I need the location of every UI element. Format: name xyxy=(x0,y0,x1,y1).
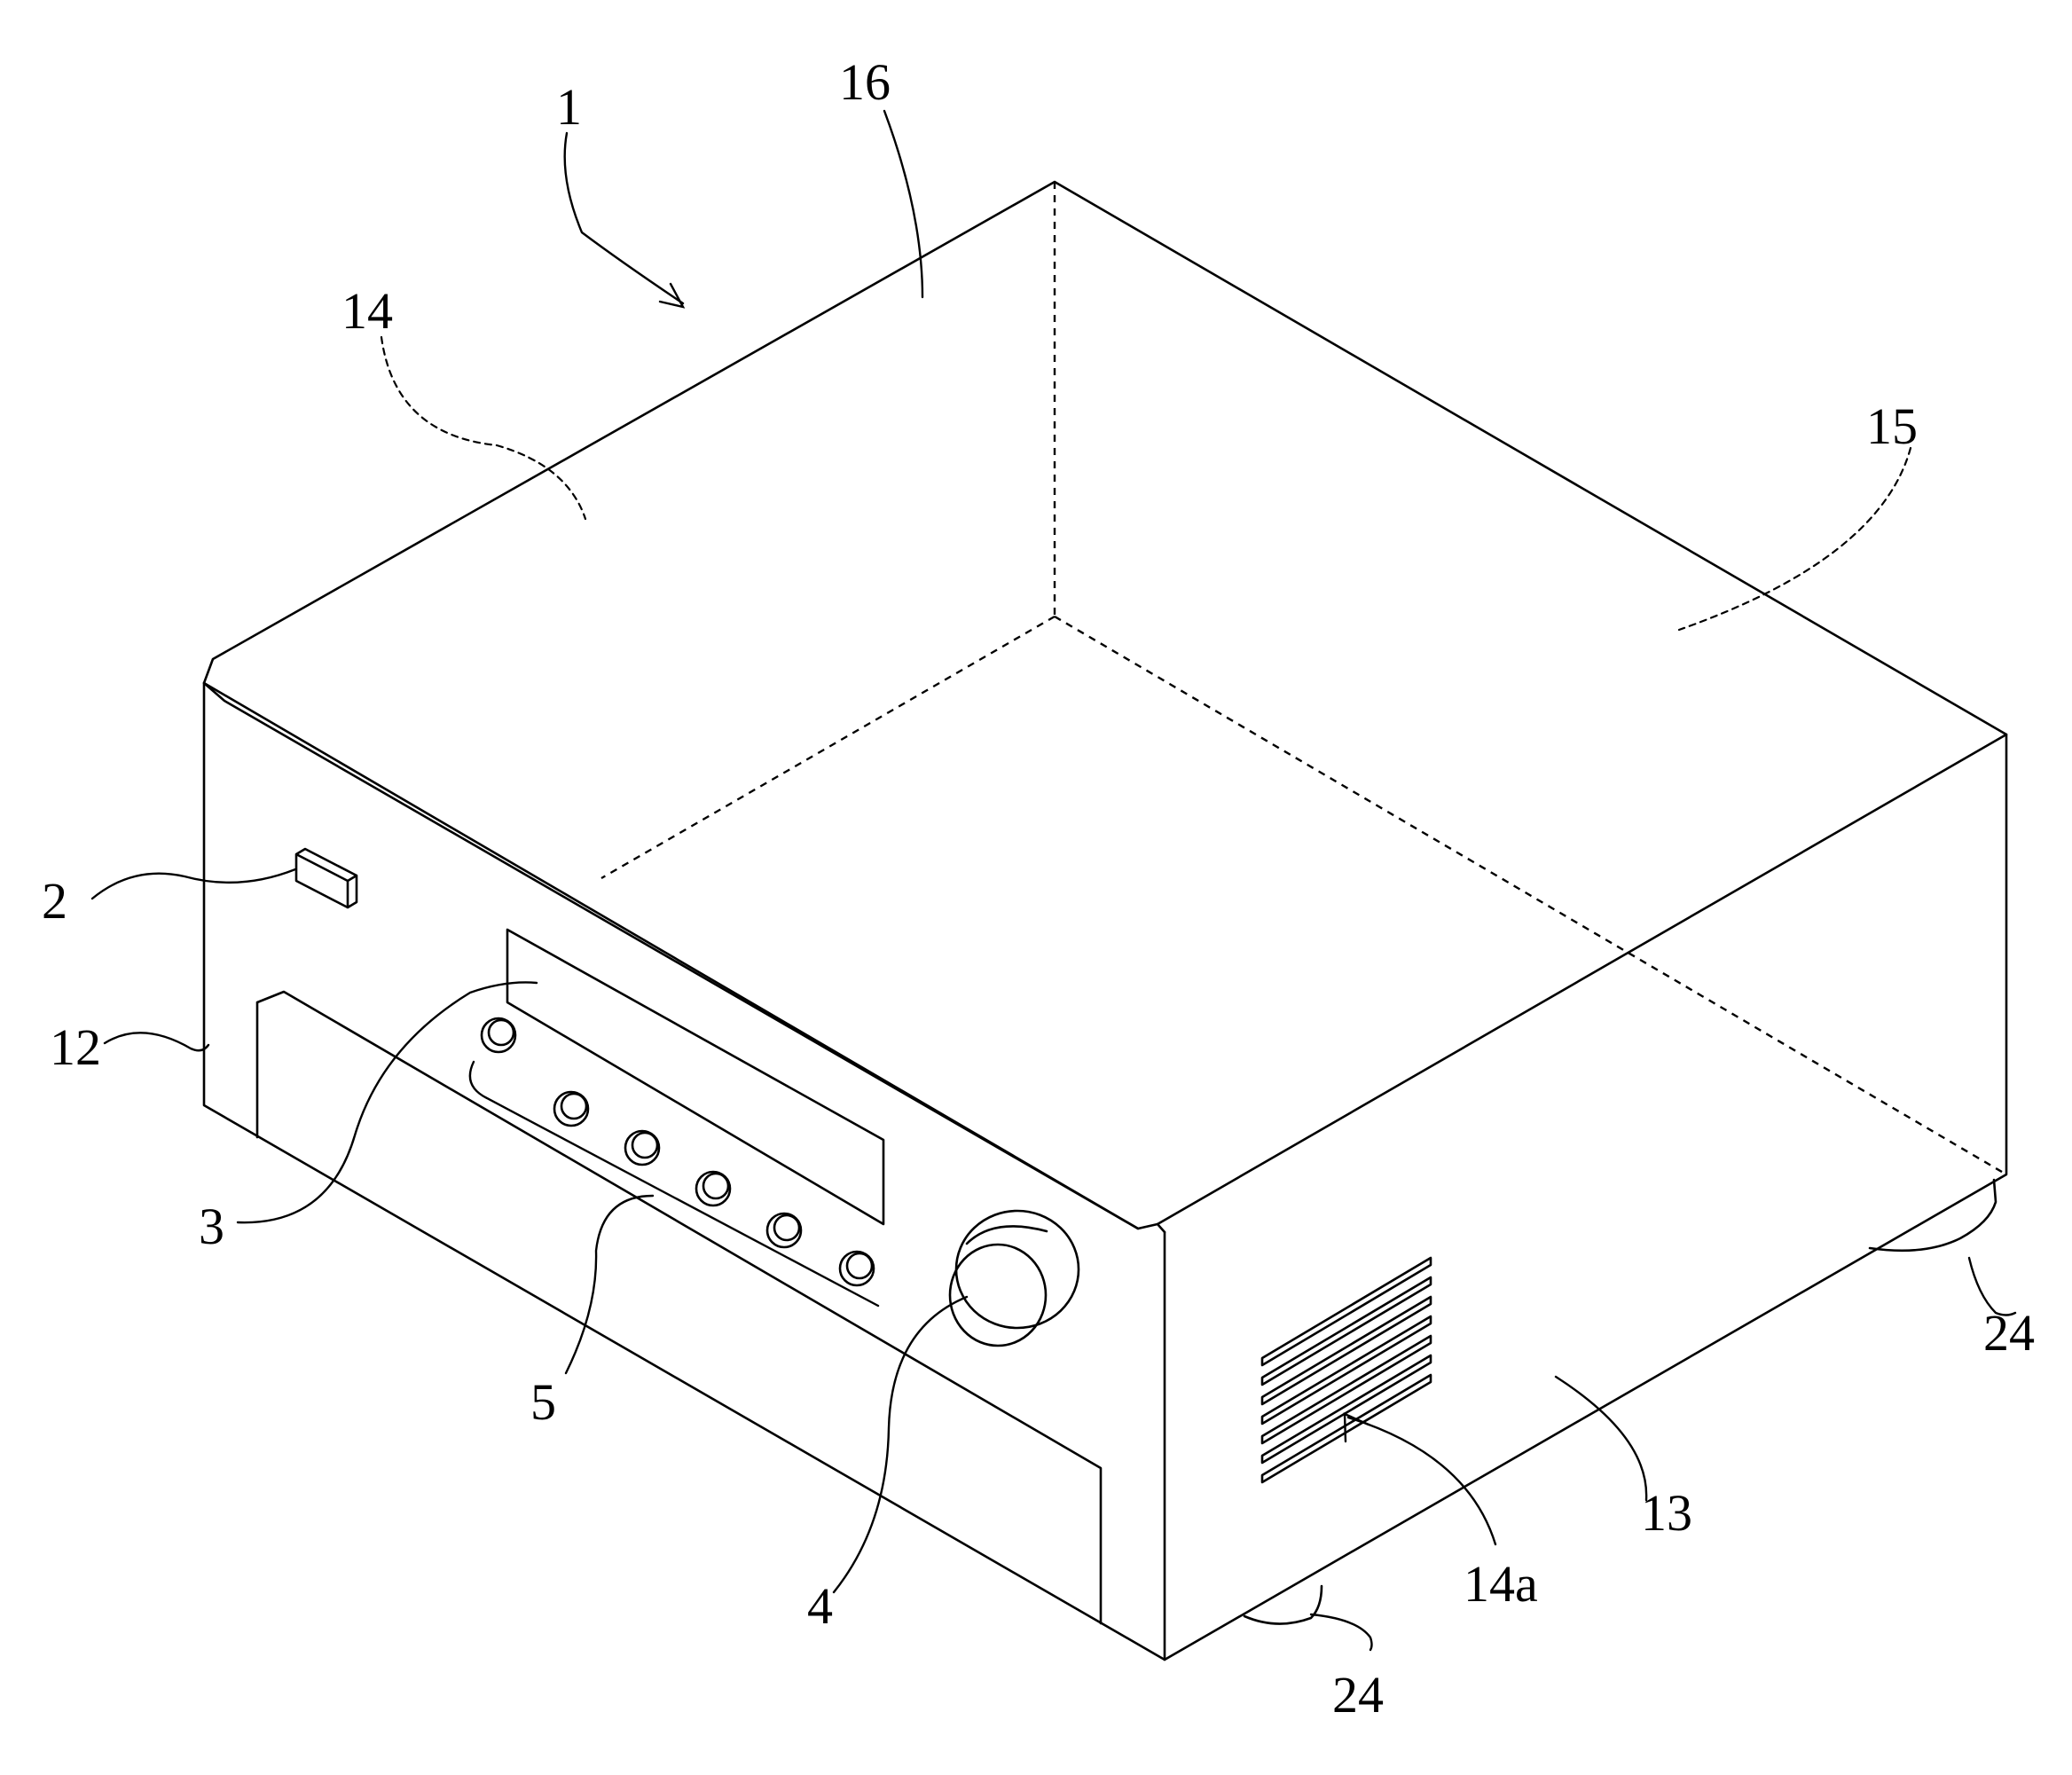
label-14: 14 xyxy=(341,282,393,340)
leader-13 xyxy=(1556,1377,1646,1500)
button-6[interactable] xyxy=(840,1252,874,1285)
label-12: 12 xyxy=(50,1018,101,1076)
hidden-edge-left xyxy=(601,617,1055,878)
label-1: 1 xyxy=(556,78,582,136)
button-3[interactable] xyxy=(625,1131,659,1165)
device-body xyxy=(204,182,2006,1660)
label-16: 16 xyxy=(839,53,891,111)
button-4[interactable] xyxy=(696,1172,730,1206)
label-24-bottom: 24 xyxy=(1332,1666,1384,1724)
side-face-outline xyxy=(1165,734,2006,1660)
leader-5 xyxy=(566,1196,653,1373)
leader-12 xyxy=(105,1033,208,1050)
leader-3 xyxy=(238,982,537,1222)
hidden-edge-right xyxy=(1055,617,2006,1174)
leader-4 xyxy=(834,1297,967,1592)
leader-14 xyxy=(381,337,585,519)
lower-front-panel xyxy=(257,992,1101,1623)
front-top-edge xyxy=(204,683,1138,1229)
label-24-right: 24 xyxy=(1983,1304,2035,1362)
button-5[interactable] xyxy=(767,1213,801,1247)
front-bevel-edge xyxy=(1158,1224,1165,1232)
label-5: 5 xyxy=(530,1373,556,1431)
button-1[interactable] xyxy=(482,1018,515,1052)
label-3: 3 xyxy=(199,1198,224,1255)
leader-15 xyxy=(1679,448,1911,630)
label-13: 13 xyxy=(1641,1484,1692,1542)
leader-1 xyxy=(565,133,683,303)
leader-2 xyxy=(92,869,295,899)
button-row xyxy=(482,1018,874,1285)
leader-16 xyxy=(884,111,922,297)
top-face-outline xyxy=(204,182,2006,1229)
power-switch xyxy=(296,849,357,907)
label-4: 4 xyxy=(807,1577,833,1635)
button-2[interactable] xyxy=(554,1092,588,1126)
label-15: 15 xyxy=(1866,397,1918,455)
leader-24-bottom xyxy=(1311,1614,1372,1650)
label-14a: 14a xyxy=(1464,1555,1538,1613)
reference-labels: 1 16 14 15 2 12 3 5 4 14a 13 24 24 xyxy=(42,53,2035,1724)
front-panel xyxy=(257,849,1101,1623)
volume-knob[interactable] xyxy=(950,1211,1079,1346)
label-2: 2 xyxy=(42,872,67,930)
side-vent-14a xyxy=(1262,1258,1431,1482)
